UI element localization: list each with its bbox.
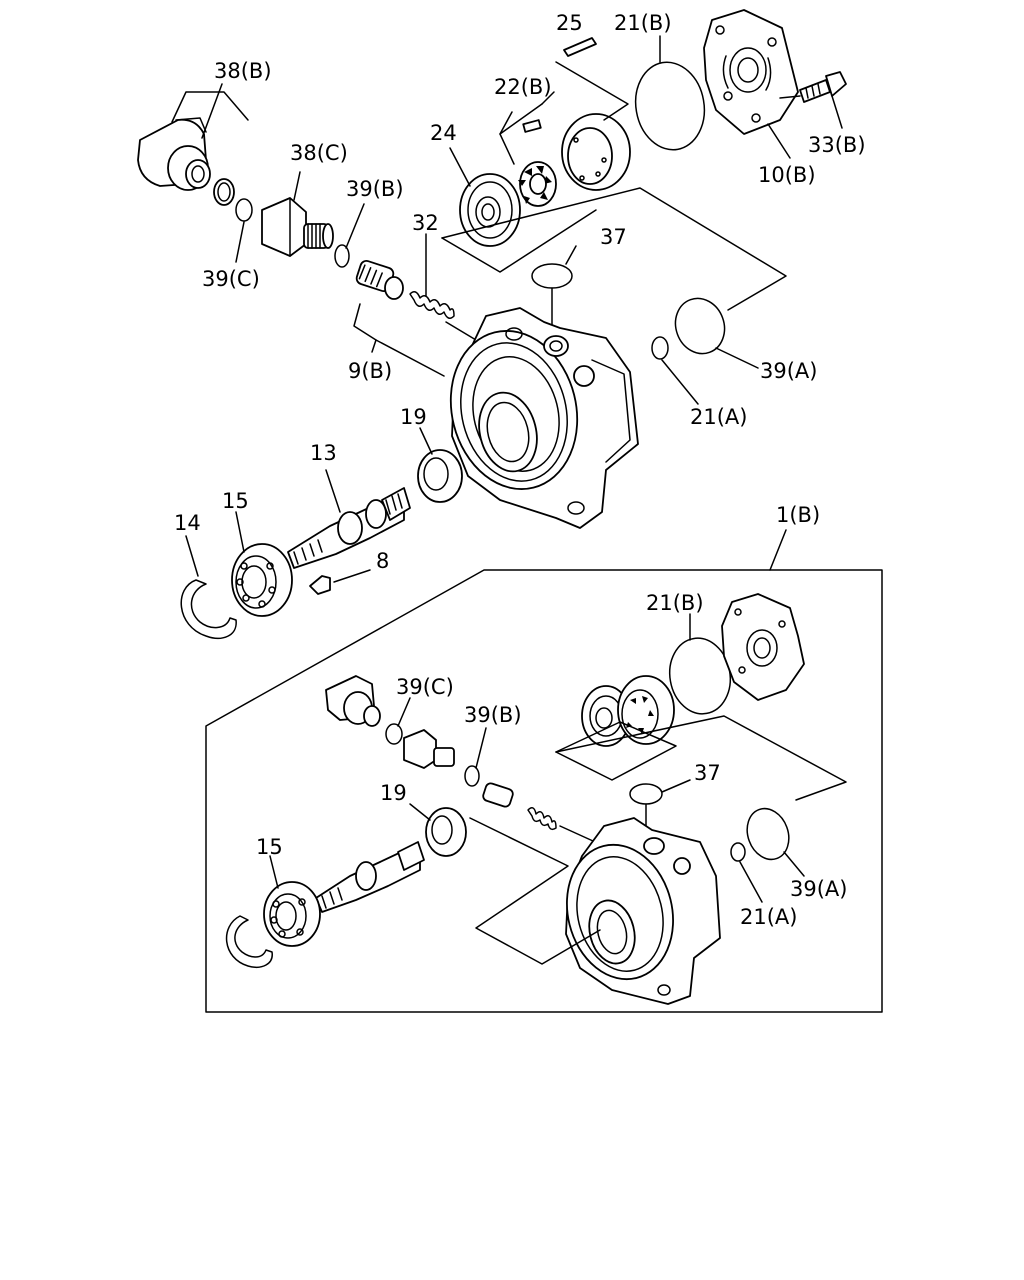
label-33b: 33(B) xyxy=(808,133,866,157)
label-37-lower: 37 xyxy=(694,761,721,785)
o-ring-part xyxy=(674,297,726,355)
bolt-part xyxy=(799,71,847,103)
spring-part xyxy=(527,807,557,831)
label-32: 32 xyxy=(412,211,439,235)
oil-seal-part xyxy=(425,807,467,857)
label-37: 37 xyxy=(600,225,627,249)
elbow-fitting-part xyxy=(325,675,381,727)
snap-ring-part xyxy=(180,579,237,640)
sub-assembly-box xyxy=(205,569,883,1013)
label-21a-lower: 21(A) xyxy=(740,905,797,929)
seal-part xyxy=(629,783,663,805)
o-ring-part xyxy=(235,198,253,222)
o-ring-part xyxy=(746,807,790,861)
pump-body-part xyxy=(565,817,721,1005)
adapter-fitting-part xyxy=(403,729,455,769)
seal-part xyxy=(531,263,573,289)
label-9b: 9(B) xyxy=(348,359,392,383)
label-39c-lower: 39(C) xyxy=(396,675,454,699)
adapter-fitting-part xyxy=(261,197,334,257)
label-22b: 22(B) xyxy=(494,75,552,99)
o-ring-part xyxy=(334,244,350,268)
label-25: 25 xyxy=(556,11,583,35)
label-1b: 1(B) xyxy=(776,503,820,527)
drive-shaft-part xyxy=(315,841,425,913)
flow-control-valve-part xyxy=(355,259,404,300)
ball-bearing-part xyxy=(231,543,293,617)
label-39a-lower: 39(A) xyxy=(790,877,847,901)
label-38c: 38(C) xyxy=(290,141,348,165)
label-13: 13 xyxy=(310,441,337,465)
elbow-fitting-part xyxy=(137,117,235,206)
snap-ring-part xyxy=(225,915,273,968)
label-21b-lower: 21(B) xyxy=(646,591,704,615)
label-39c: 39(C) xyxy=(202,267,260,291)
label-21b: 21(B) xyxy=(614,11,672,35)
pressure-plate-part xyxy=(459,173,521,247)
label-21a: 21(A) xyxy=(690,405,747,429)
cam-ring-part xyxy=(561,113,631,191)
label-14: 14 xyxy=(174,511,201,535)
label-19-lower: 19 xyxy=(380,781,407,805)
label-15: 15 xyxy=(222,489,249,513)
pump-body-part xyxy=(449,307,639,529)
label-38b: 38(B) xyxy=(214,59,272,83)
label-39a: 39(A) xyxy=(760,359,817,383)
key-part xyxy=(309,575,331,595)
rotor-vanes-part xyxy=(518,119,557,207)
ball-bearing-part xyxy=(263,881,321,947)
label-39b-lower: 39(B) xyxy=(464,703,522,727)
label-19: 19 xyxy=(400,405,427,429)
rear-cover-part xyxy=(703,9,799,135)
dowel-pin-part xyxy=(563,37,597,57)
o-ring-part xyxy=(651,336,669,360)
label-10b: 10(B) xyxy=(758,163,816,187)
o-ring-part xyxy=(385,723,403,745)
label-24: 24 xyxy=(430,121,457,145)
drive-shaft-part xyxy=(287,487,411,569)
label-39b: 39(B) xyxy=(346,177,404,201)
spring-part xyxy=(409,291,455,319)
oil-seal-part xyxy=(417,449,463,503)
label-8: 8 xyxy=(376,549,389,573)
flow-control-valve-part xyxy=(482,782,514,808)
large-o-ring-part xyxy=(634,61,706,151)
o-ring-part xyxy=(730,842,746,862)
label-15-lower: 15 xyxy=(256,835,283,859)
rear-cover-part xyxy=(721,593,805,701)
o-ring-part xyxy=(464,765,480,787)
